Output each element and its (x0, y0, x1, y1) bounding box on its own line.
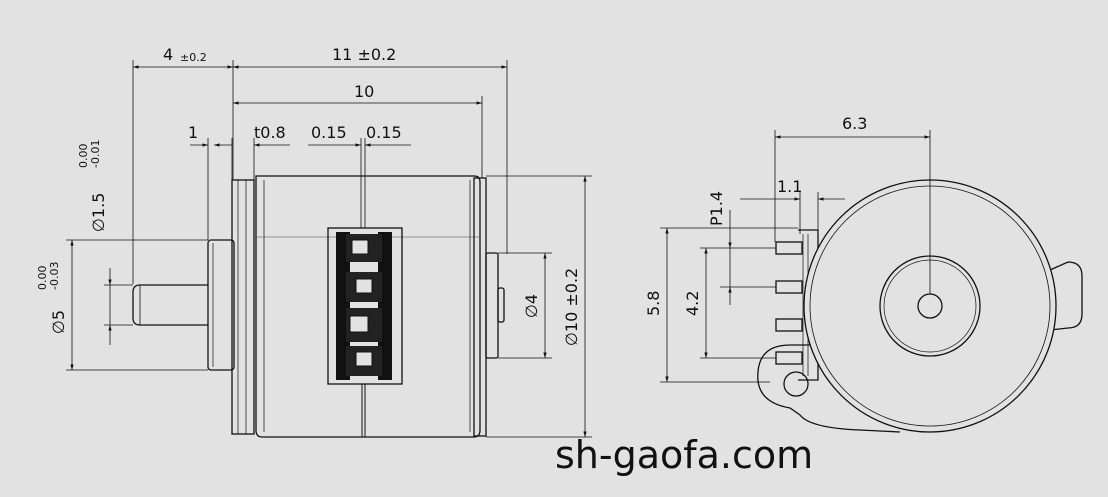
dim-6-3: 6.3 (842, 114, 867, 133)
dim-4-tolerance: ±0.2 (180, 51, 207, 64)
dim-phi-5: ∅5 (49, 310, 68, 334)
dim-phi-1-5: ∅1.5 (89, 193, 108, 232)
dim-5-8: 5.8 (644, 291, 663, 316)
dim-phi-10: ∅10 ±0.2 (562, 268, 581, 346)
dim-0-15-left: 0.15 (311, 123, 347, 142)
side-view-dimensions (66, 60, 592, 438)
dim-4: 4 (163, 45, 173, 64)
terminal-pads (336, 232, 392, 380)
dim-0-15-right: 0.15 (366, 123, 402, 142)
dim-phi-5-tol-bottom: -0.03 (48, 262, 61, 290)
rear-bearing-boss (485, 252, 499, 359)
dim-t08: t0.8 (254, 123, 286, 142)
watermark-text: sh-gaofa.com (555, 433, 813, 477)
mounting-lug (757, 344, 901, 433)
output-shaft (132, 284, 208, 326)
dim-11: 11 ±0.2 (332, 45, 396, 64)
side-view-labels: 4 ±0.2 11 ±0.2 10 1 t0.8 0.15 0.15 ∅1.5 … (36, 45, 581, 346)
end-view-dimensions (660, 130, 931, 383)
end-view-motor (757, 179, 1083, 433)
mounting-ear (1049, 261, 1083, 331)
side-view-motor (132, 175, 505, 438)
dim-phi-4: ∅4 (522, 294, 541, 318)
dim-p1-4: P1.4 (707, 191, 726, 226)
lug-hole (783, 371, 809, 397)
dim-1: 1 (188, 123, 198, 142)
rear-bearing-cap (497, 287, 505, 323)
dim-phi-1-5-tol-bottom: -0.01 (89, 140, 102, 168)
bearing-boss (207, 239, 235, 371)
front-plate (231, 179, 255, 435)
motor-can (255, 175, 481, 438)
dim-1-1: 1.1 (777, 177, 802, 196)
end-view-labels: 6.3 1.1 P1.4 5.8 4.2 (644, 114, 867, 316)
dim-4-2: 4.2 (683, 291, 702, 316)
dim-phi-5-tol-top: 0.00 (36, 266, 49, 291)
dim-10: 10 (354, 82, 374, 101)
dim-phi-1-5-tol-top: 0.00 (77, 144, 90, 169)
